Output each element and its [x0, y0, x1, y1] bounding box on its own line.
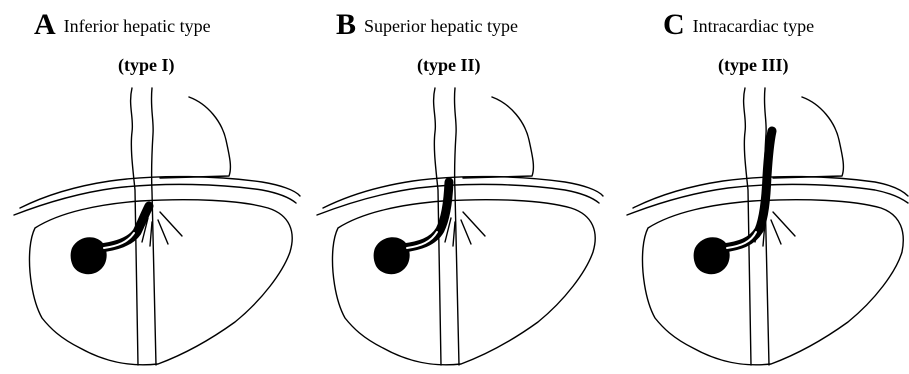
diaphragm	[317, 177, 603, 215]
right-atrium-outline	[463, 97, 533, 178]
right-atrium-outline	[160, 97, 230, 178]
liver-ivc-diagram	[303, 0, 606, 374]
tumor-thrombus	[71, 206, 149, 274]
liver-ivc-diagram	[606, 0, 909, 374]
liver-ivc-diagram	[0, 0, 303, 374]
right-atrium-outline	[773, 97, 843, 178]
liver-outline	[30, 200, 293, 365]
liver-outline	[333, 200, 596, 365]
diaphragm	[14, 177, 300, 215]
hepatic-veins	[445, 212, 485, 246]
